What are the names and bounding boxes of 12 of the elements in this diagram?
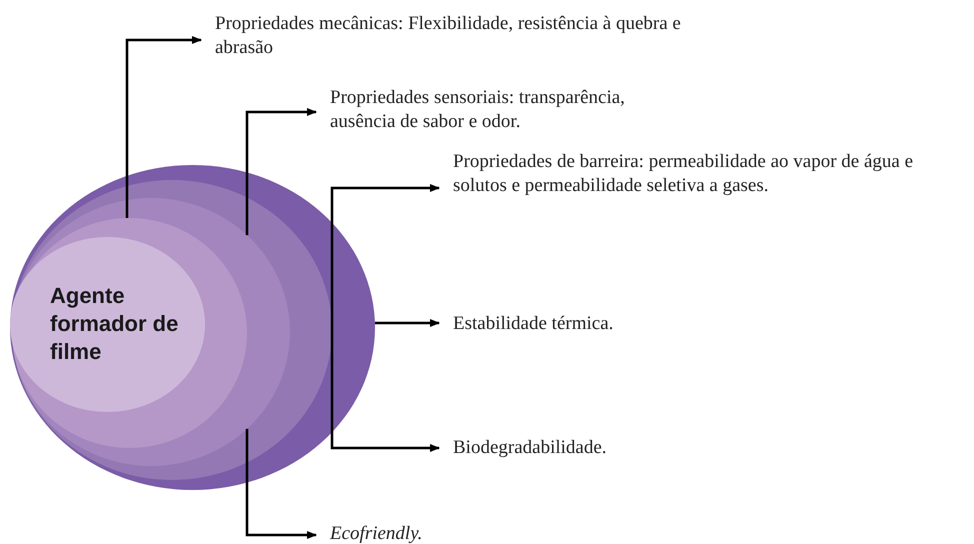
arrow xyxy=(330,330,440,452)
property-text: Propriedades mecânicas: Flexibilidade, resistência à quebra e abrasão xyxy=(215,12,685,60)
property-text: Estabilidade térmica. xyxy=(453,312,753,336)
property-text: Biodegradabilidade. xyxy=(453,436,753,460)
center-label: Agente formador de filme xyxy=(50,282,180,366)
property-text: Propriedades sensoriais: transparência, ausência de sabor e odor. xyxy=(330,86,685,134)
arrow xyxy=(330,184,440,330)
arrow xyxy=(126,36,202,218)
arrow xyxy=(374,319,440,327)
arrow xyxy=(246,108,317,236)
property-text: Ecofriendly. xyxy=(330,522,630,544)
property-text: Propriedades de barreira: permeabilidade ao vapor de água e solutos e permeabilidade seletiva a gases. xyxy=(453,150,923,198)
